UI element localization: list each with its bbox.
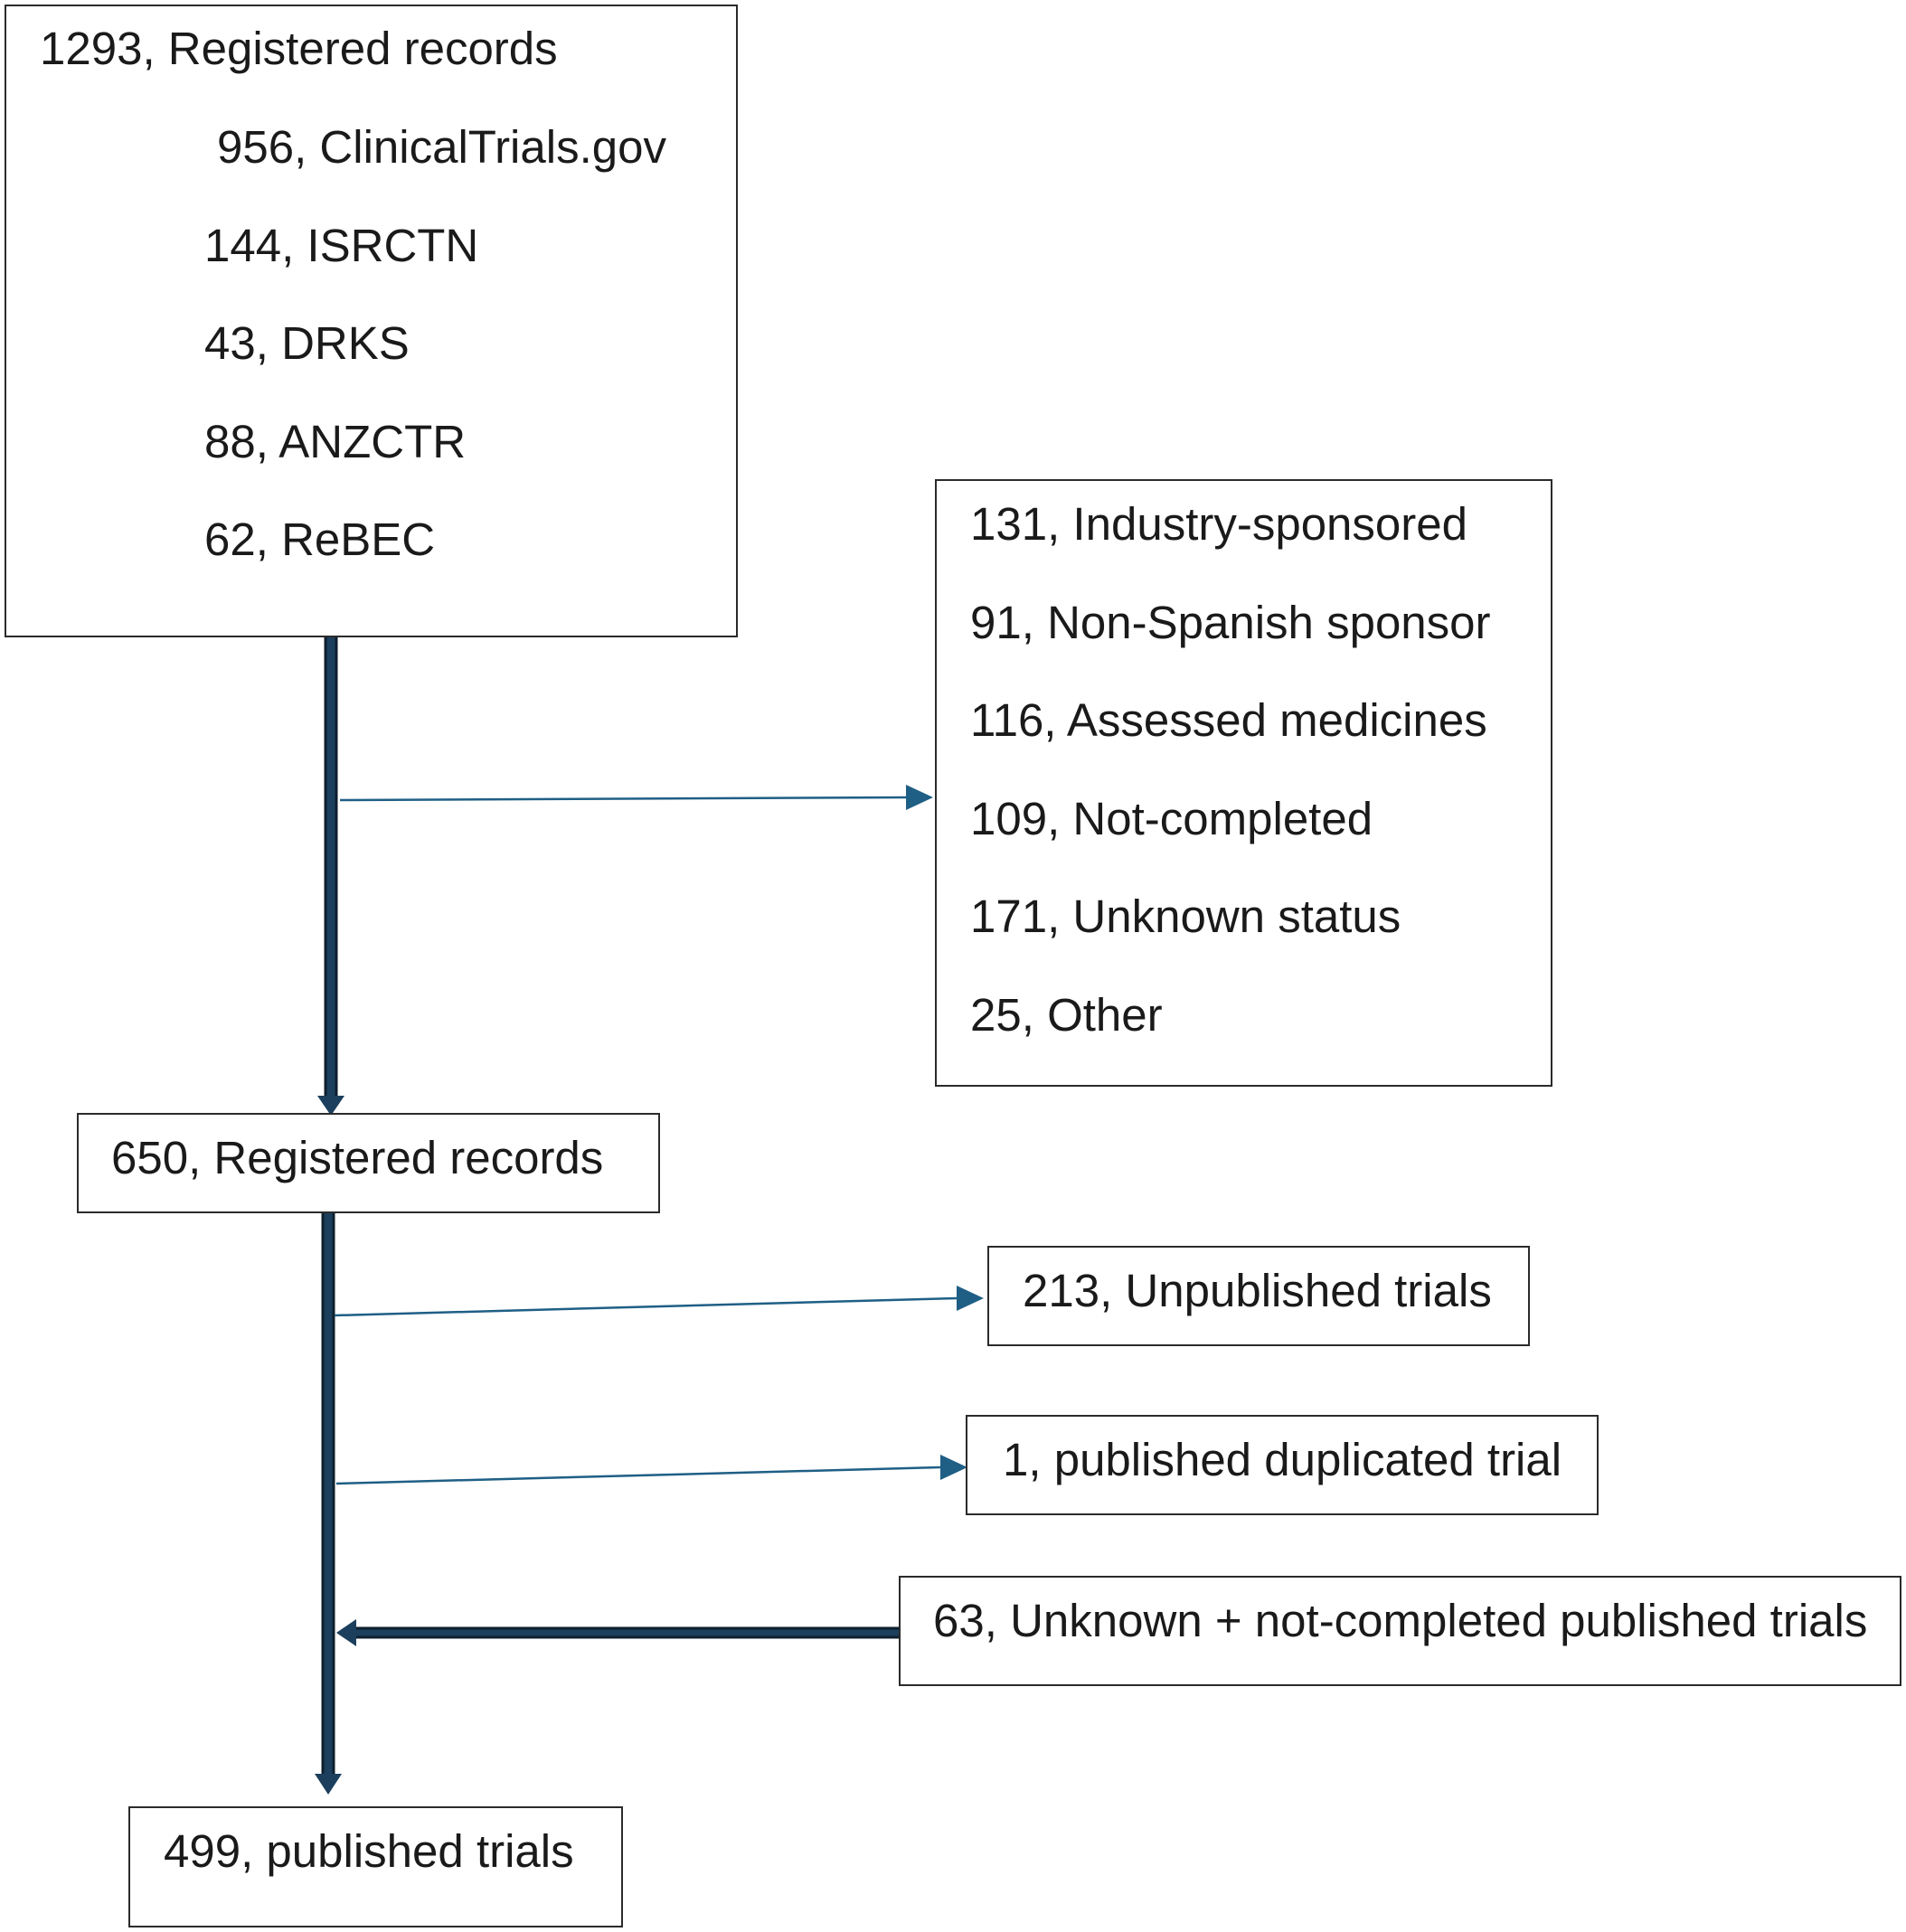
duplicate-box — [966, 1415, 1599, 1515]
registered-records-label: 650, Registered records — [111, 1132, 604, 1183]
added-published-label: 63, Unknown + not-completed published tr… — [933, 1595, 1868, 1646]
unpublished-label: 213, Unpublished trials — [1023, 1265, 1492, 1316]
final-published-box — [128, 1806, 623, 1927]
registry-drks: 43, DRKS — [204, 317, 410, 369]
exclusion-industry: 131, Industry-sponsored — [970, 498, 1467, 550]
unpublished-box — [987, 1246, 1530, 1346]
exclusion-unknown: 171, Unknown status — [970, 891, 1401, 942]
merge-arrow-added — [336, 1619, 901, 1646]
branch-arrow-duplicate — [335, 1455, 967, 1485]
source-records-box — [5, 5, 738, 637]
main-arrow-1 — [317, 636, 344, 1116]
registry-anzctr: 88, ANZCTR — [204, 416, 467, 467]
duplicate-label: 1, published duplicated trial — [1003, 1434, 1562, 1485]
registered-records-box — [77, 1113, 660, 1213]
main-arrow-2 — [315, 1213, 342, 1795]
exclusion-not-completed: 109, Not-completed — [970, 793, 1373, 844]
branch-arrow-exclusions — [339, 785, 933, 810]
exclusion-box — [935, 479, 1552, 1087]
exclusion-other: 25, Other — [970, 989, 1163, 1041]
registry-rebec: 62, ReBEC — [204, 514, 436, 565]
registry-isrctn: 144, ISRCTN — [204, 220, 479, 271]
source-records-title: 1293, Registered records — [40, 23, 558, 74]
branch-arrow-unpublished — [334, 1286, 984, 1317]
registry-clinicaltrials: 956, ClinicalTrials.gov — [217, 121, 666, 173]
final-published-label: 499, published trials — [164, 1825, 574, 1877]
added-published-box — [899, 1576, 1901, 1686]
exclusion-non-spanish: 91, Non-Spanish sponsor — [970, 597, 1491, 648]
exclusion-assessed: 116, Assessed medicines — [970, 694, 1487, 746]
